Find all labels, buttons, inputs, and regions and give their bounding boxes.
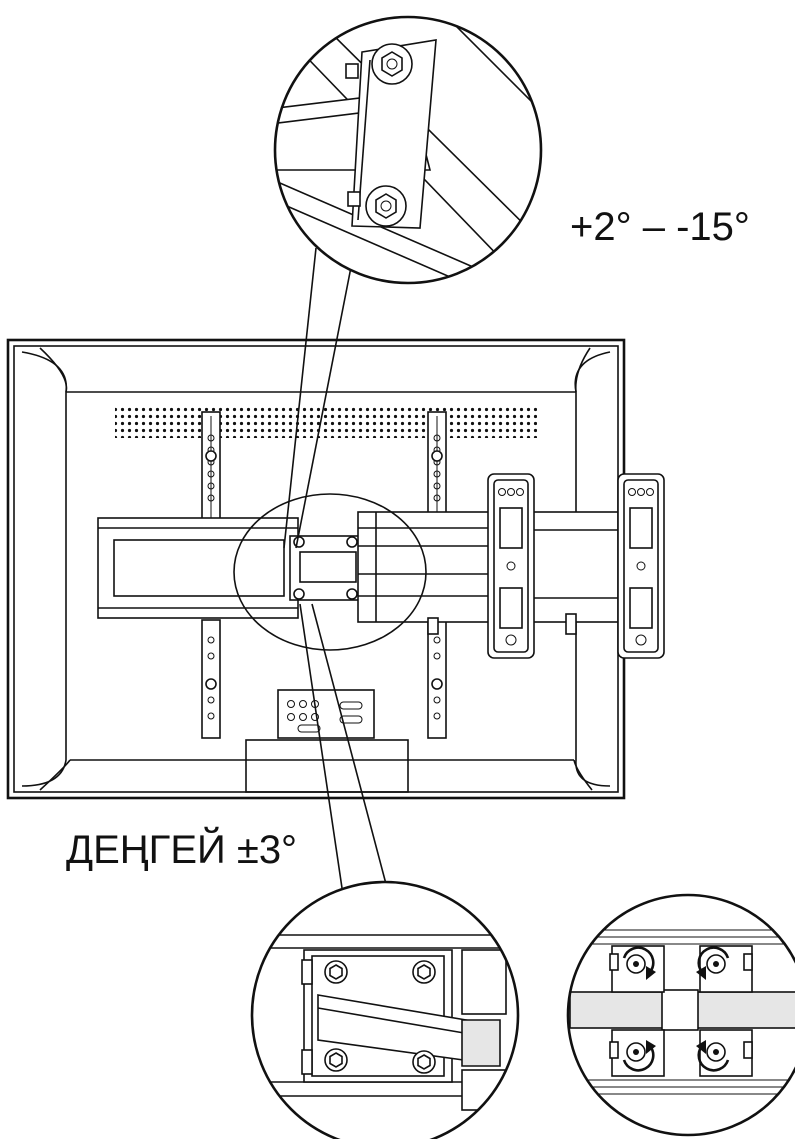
tilt-bracket-detail-icon: [273, 15, 543, 285]
tv-bracket-left: [201, 411, 221, 739]
level-bracket-detail-icon: [250, 880, 520, 1144]
tv-back-icon: [6, 338, 626, 800]
wall-arm-icon: [289, 473, 665, 659]
level-adjust-label: ДЕҢГЕЙ ±3°: [66, 828, 298, 872]
callout-leaders: [233, 247, 427, 889]
rotate-arrows-detail-icon: [566, 893, 795, 1137]
tilt-range-label: +2° – -15°: [570, 205, 750, 249]
tv-rail: [97, 517, 299, 619]
